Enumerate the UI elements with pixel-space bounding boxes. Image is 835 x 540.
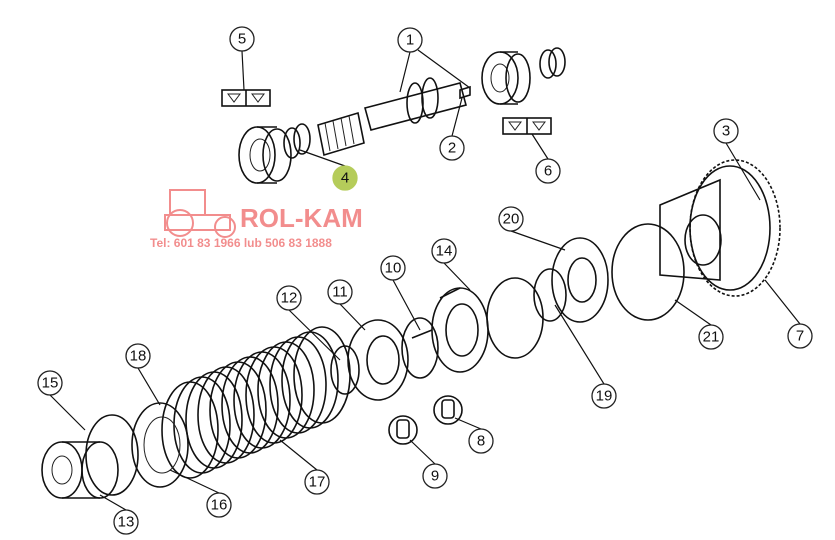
callout-number: 2 xyxy=(448,140,456,157)
callout-number: 5 xyxy=(238,31,246,48)
main-shaft-1 xyxy=(364,77,471,131)
needle-bearing xyxy=(317,111,365,157)
callout-number: 20 xyxy=(503,211,520,228)
spacer-symbol-5 xyxy=(221,89,271,107)
gear-13 xyxy=(41,441,119,499)
callout-21[interactable]: 21 xyxy=(698,324,724,350)
callout-13[interactable]: 13 xyxy=(113,509,139,535)
washers-20 xyxy=(533,237,609,323)
callout-number: 11 xyxy=(332,284,348,301)
callout-number: 6 xyxy=(544,163,552,180)
callout-15[interactable]: 15 xyxy=(37,370,63,396)
callout-number: 19 xyxy=(596,388,613,405)
callout-number: 14 xyxy=(436,243,453,260)
clutch-discs-17 xyxy=(161,326,351,479)
gear-3 xyxy=(659,159,781,297)
callout-6[interactable]: 6 xyxy=(535,158,561,184)
callout-number: 1 xyxy=(406,32,414,49)
callout-9[interactable]: 9 xyxy=(422,463,448,489)
callout-10[interactable]: 10 xyxy=(380,255,406,281)
piston-14 xyxy=(411,287,489,373)
watermark-brand: ROL-KAM xyxy=(240,203,363,233)
callout-number: 9 xyxy=(431,468,439,485)
callout-18[interactable]: 18 xyxy=(125,343,151,369)
watermark-phone: Tel: 601 83 1966 lub 506 83 1888 xyxy=(150,236,332,250)
rings-4 xyxy=(283,123,311,159)
callout-5[interactable]: 5 xyxy=(229,26,255,52)
ring-12 xyxy=(330,345,360,395)
leader-lines xyxy=(49,49,801,511)
callout-8[interactable]: 8 xyxy=(468,428,494,454)
ring-19 xyxy=(486,277,544,359)
bearing-6 xyxy=(481,47,566,105)
callout-19[interactable]: 19 xyxy=(591,383,617,409)
callout-number: 4 xyxy=(341,170,349,187)
clutch-disc xyxy=(293,326,351,424)
callout-number: 8 xyxy=(477,433,485,450)
callout-20[interactable]: 20 xyxy=(498,206,524,232)
callout-3[interactable]: 3 xyxy=(713,118,739,144)
callout-16[interactable]: 16 xyxy=(206,492,232,518)
callout-12[interactable]: 12 xyxy=(276,285,302,311)
callout-number: 17 xyxy=(309,474,326,491)
snap-ring-15 xyxy=(85,414,139,496)
bearing-5 xyxy=(238,126,292,184)
callout-number: 3 xyxy=(722,123,730,140)
callout-11[interactable]: 11 xyxy=(327,279,353,305)
callout-number: 16 xyxy=(211,497,228,514)
pin-9 xyxy=(388,415,418,445)
spacer-symbol-6 xyxy=(502,117,552,135)
callout-number: 13 xyxy=(118,514,135,531)
watermark-tractor-logo xyxy=(164,189,236,238)
callout-2[interactable]: 2 xyxy=(439,135,465,161)
callout-number: 12 xyxy=(281,290,298,307)
callout-number: 10 xyxy=(385,260,402,277)
callout-number: 21 xyxy=(703,329,720,346)
callout-number: 7 xyxy=(796,328,804,345)
callout-1[interactable]: 1 xyxy=(397,27,423,53)
callout-number: 15 xyxy=(42,375,59,392)
callout-17[interactable]: 17 xyxy=(304,469,330,495)
callout-7[interactable]: 7 xyxy=(787,323,813,349)
callout-number: 18 xyxy=(130,348,147,365)
callout-4[interactable]: 4 xyxy=(332,165,358,191)
snap-ring-21 xyxy=(611,223,685,321)
pin-8 xyxy=(433,395,463,425)
clutch-hub-16 xyxy=(131,402,189,488)
piston-11 xyxy=(347,317,439,401)
callout-14[interactable]: 14 xyxy=(431,238,457,264)
